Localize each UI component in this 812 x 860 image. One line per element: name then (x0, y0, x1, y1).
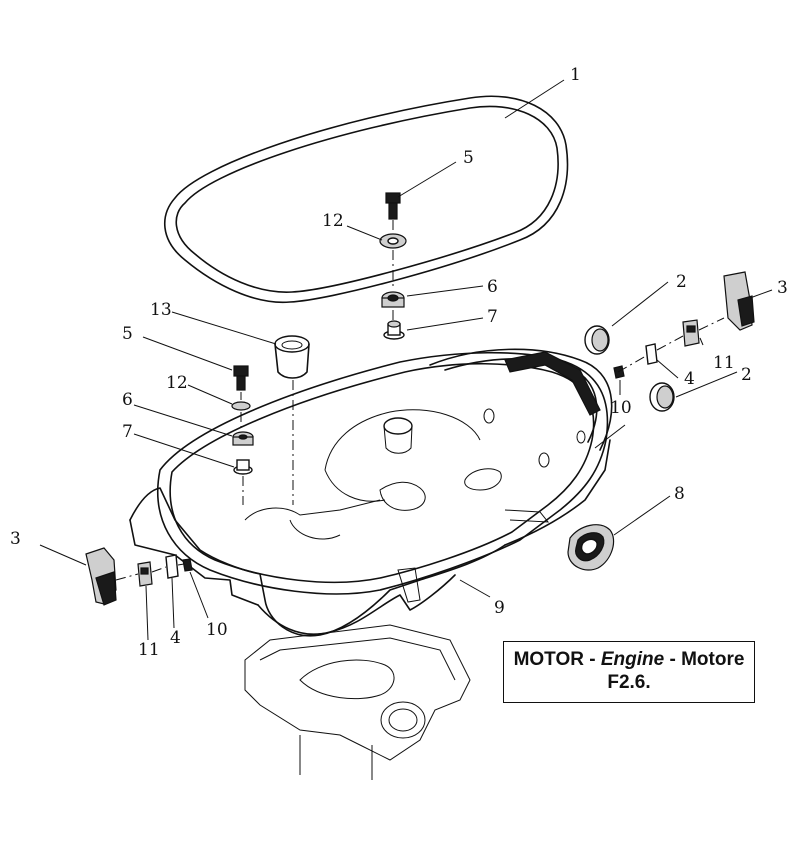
callout-1: 1 (570, 65, 581, 85)
part-8-pad (567, 524, 615, 571)
part-13-cap (274, 335, 310, 379)
leader-lines (39, 79, 773, 641)
part-rear-handle (429, 348, 613, 451)
callout-2-upper: 2 (676, 272, 687, 292)
callout-10-left: 10 (206, 620, 228, 640)
part-7-bushing-top (383, 320, 405, 340)
part-2-grommet-upper (584, 325, 610, 355)
part-5-bolt-left (233, 365, 249, 391)
caption-motore: Motore (681, 649, 745, 670)
callout-9: 9 (494, 598, 505, 618)
part-7-bushing-left (233, 459, 253, 475)
caption-figure-code: F2.6. (607, 672, 651, 693)
callout-12-top: 12 (322, 211, 344, 231)
callout-11-left: 11 (138, 640, 160, 660)
callout-6-top: 6 (487, 277, 498, 297)
callout-5-top: 5 (463, 148, 474, 168)
part-3-clip-right (723, 271, 755, 331)
part-12-washer-top (379, 233, 407, 249)
callout-7-left: 7 (122, 422, 133, 442)
part-6-grommet-top (381, 291, 405, 308)
callout-8: 8 (674, 484, 685, 504)
caption-sep-2: - (664, 649, 682, 670)
part-11-clip-right (682, 319, 700, 347)
caption-line-1: MOTOR - Engine - Motore (504, 648, 754, 671)
part-6-grommet-left (232, 431, 254, 446)
caption-engine: Engine (600, 649, 665, 670)
caption-sep-1: - (583, 649, 601, 670)
part-5-bolt-top (385, 192, 401, 220)
part-3-clip-left (85, 547, 117, 606)
callout-4-left: 4 (170, 628, 181, 648)
callout-2-lower: 2 (741, 365, 752, 385)
callout-12-left: 12 (166, 373, 188, 393)
lower-crankcase (244, 624, 471, 780)
part-9-engine-tray (129, 351, 611, 637)
callout-3-right: 3 (777, 278, 788, 298)
part-2-grommet-lower (649, 382, 675, 412)
callout-13: 13 (150, 300, 172, 320)
part-1-lid-gasket (163, 95, 569, 304)
callout-labels: 1 5 12 6 7 13 5 12 6 7 2 3 11 4 2 10 8 3… (10, 65, 788, 660)
figure-caption-box: MOTOR - Engine - Motore F2.6. (503, 641, 755, 703)
caption-motor: MOTOR (513, 649, 584, 670)
part-10-screw-left (182, 558, 193, 572)
part-11-clip-left (137, 561, 153, 587)
part-12-washer-left (231, 401, 251, 411)
callout-7-top: 7 (487, 307, 498, 327)
callout-3-left: 3 (10, 529, 21, 549)
callout-11-right: 11 (713, 353, 735, 373)
callout-5-left: 5 (122, 324, 133, 344)
part-4-plate-left (165, 554, 179, 579)
callout-4-right: 4 (684, 369, 695, 389)
callout-10-right: 10 (610, 398, 632, 418)
part-4-plate-right (645, 343, 658, 365)
callout-6-left: 6 (122, 390, 133, 410)
